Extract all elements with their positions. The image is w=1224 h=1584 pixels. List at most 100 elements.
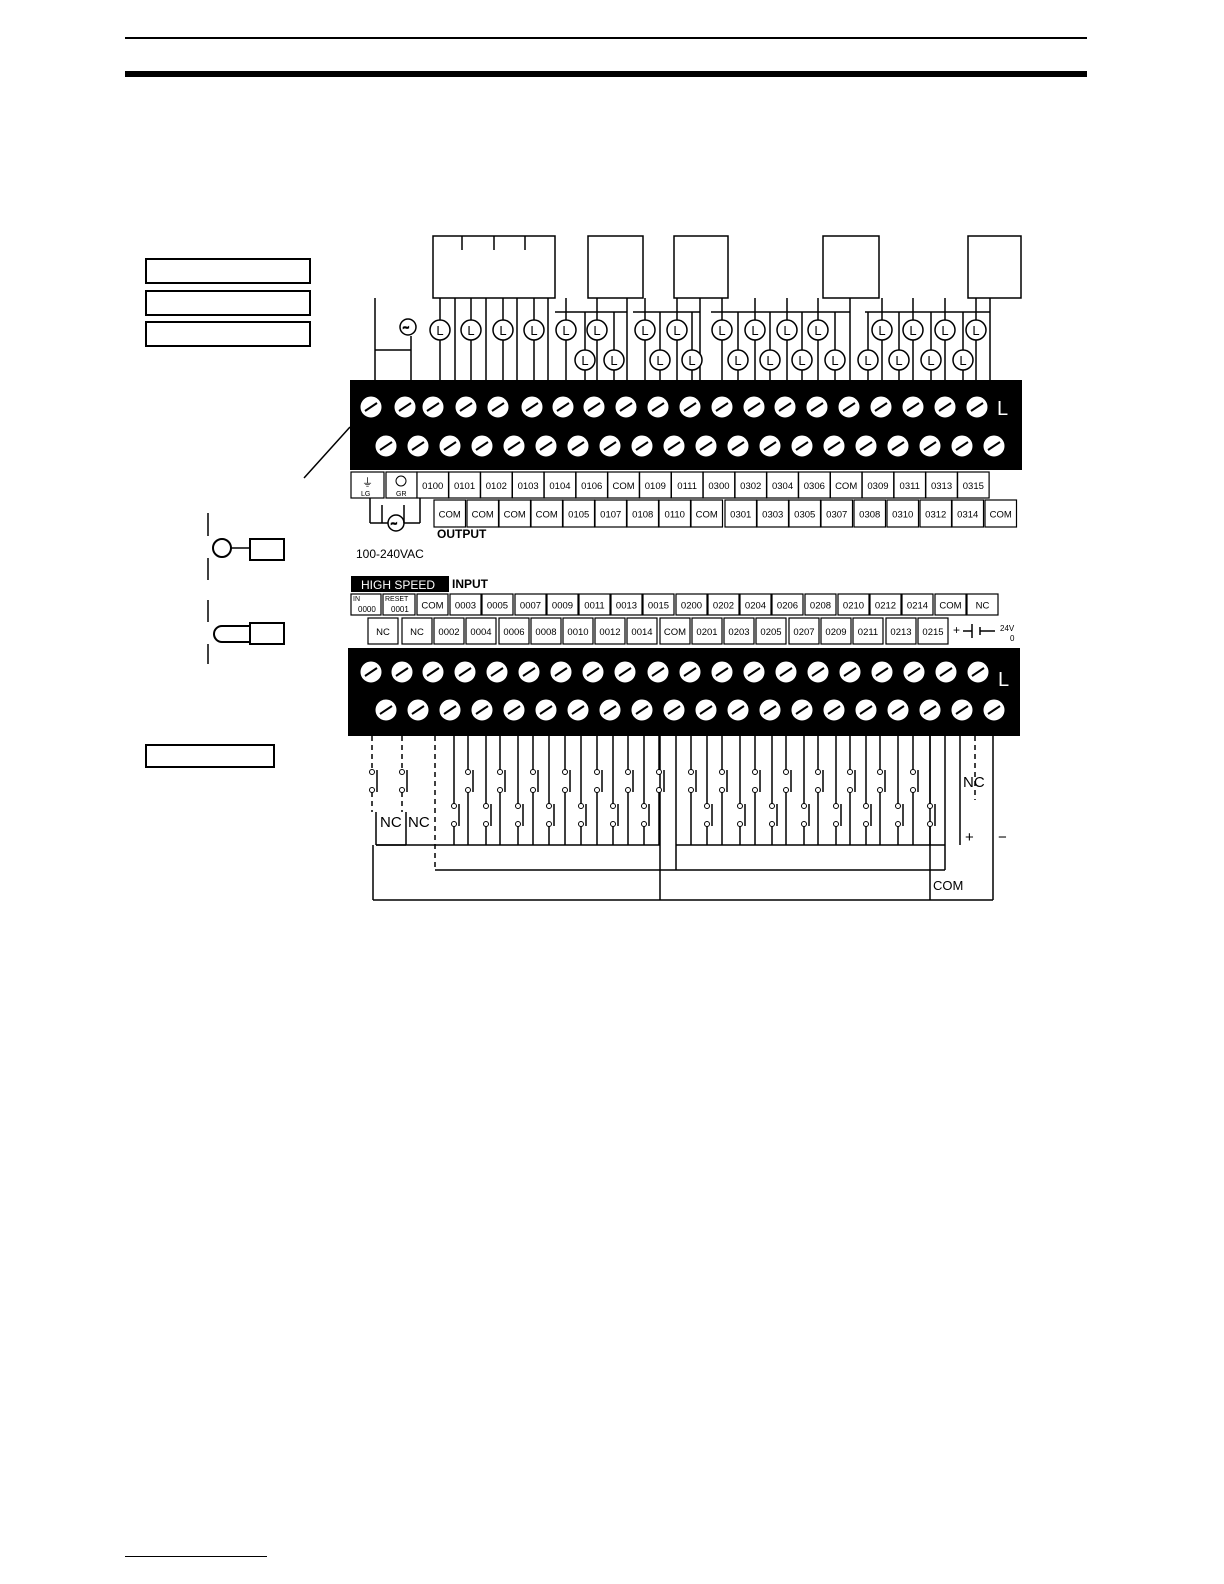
load-letter: L [909,323,916,338]
screw-slot [875,667,889,677]
label-frame [659,617,691,645]
load-letter: L [436,323,443,338]
label-frame [401,617,433,645]
load-letter: L [499,323,506,338]
label-text: 0006 [503,627,524,638]
output-label-upper: 0304 [766,471,799,499]
output-terminal-screw-lower [886,434,910,458]
switch-contact [895,803,901,809]
load-symbol: L [492,319,514,341]
load-letter: L [593,323,600,338]
output-label-lower: 0107 [594,499,628,528]
label-frame [514,593,547,616]
input-terminal-screw-lower [470,698,494,722]
screw-slot [763,705,777,715]
input-label-lower: 0010 [562,617,594,645]
label-frame [382,593,416,616]
load-circle [807,319,829,341]
load-symbol: L [460,319,482,341]
label-frame [350,471,385,499]
input-terminal-screw-lower [438,698,462,722]
output-terminal-screw-upper [901,395,925,419]
label-text: 0207 [793,627,814,638]
screw-slot [683,667,697,677]
label-text: 0013 [616,601,637,612]
load-letter: L [941,323,948,338]
load-symbol: L [574,349,596,371]
label-frame [691,617,723,645]
switch-contact [833,803,839,809]
load-symbol: L [649,349,671,371]
output-label-upper: 0309 [861,471,895,499]
label-text: 0203 [728,627,749,638]
load-letter: L [673,323,680,338]
screw-slot [635,705,649,715]
label-text: 0303 [762,510,783,521]
label-frame [594,617,626,645]
label-frame [575,471,609,499]
screw-slot [763,441,777,451]
load-symbol: L [744,319,766,341]
input-terminal-screw-lower [950,698,974,722]
label-text: 0208 [810,601,831,612]
switch-contact [863,821,869,827]
input-terminal-screw-upper [742,660,766,684]
input-switch [704,803,713,827]
output-terminal-screw-lower [534,434,558,458]
load-circle [555,319,577,341]
load-symbol: L [998,669,1009,691]
output-terminal-screw-lower [790,434,814,458]
input-terminal-screw-upper [549,660,573,684]
load-symbol: L [634,319,656,341]
screw-slot [778,402,792,412]
switch-contact [815,787,821,793]
input-switch [656,769,665,793]
load-circle [666,319,688,341]
input-label-upper: 0214 [901,593,934,616]
label-frame [480,471,513,499]
output-label-lower: 0301 [724,499,758,528]
plus-sign: + [965,829,974,846]
label-text: 0206 [777,601,798,612]
load-symbol: L [555,319,577,341]
screw-slot [874,402,888,412]
label-text: 0101 [454,481,475,492]
legend-box-4 [145,744,275,768]
load-circle [759,349,781,371]
input-switch [562,769,571,793]
switch-contact [465,769,471,775]
label-frame [829,471,863,499]
screw-slot [379,441,393,451]
label-frame [511,471,545,499]
label-text: 0100 [422,481,443,492]
screw-slot [667,441,681,451]
label-frame [416,593,449,616]
label-frame [893,471,927,499]
input-terminal-screw-upper [774,660,798,684]
input-terminal-screw-lower [406,698,430,722]
switch-contact [656,787,662,793]
load-letter: L [641,323,648,338]
input-switch [451,803,460,827]
screw-slot [364,402,378,412]
screw-slot [842,402,856,412]
label-frame [869,593,902,616]
load-symbol: L [997,398,1008,420]
label-text: 0003 [455,601,476,612]
header-rule-thin [125,37,1087,39]
load-symbol: L [666,319,688,341]
screw-slot [938,402,952,412]
load-symbol: L [711,319,733,341]
load-symbol: L [727,349,749,371]
switch-contact [801,803,807,809]
nc-label-1: NC [380,814,402,831]
input-switch [530,769,539,793]
load-letter: L [927,353,934,368]
input-terminal-screw-upper [678,660,702,684]
input-label-upper: 0009 [546,593,579,616]
label-frame [797,471,831,499]
load-symbol: L [523,319,545,341]
label-text: 0106 [581,481,602,492]
